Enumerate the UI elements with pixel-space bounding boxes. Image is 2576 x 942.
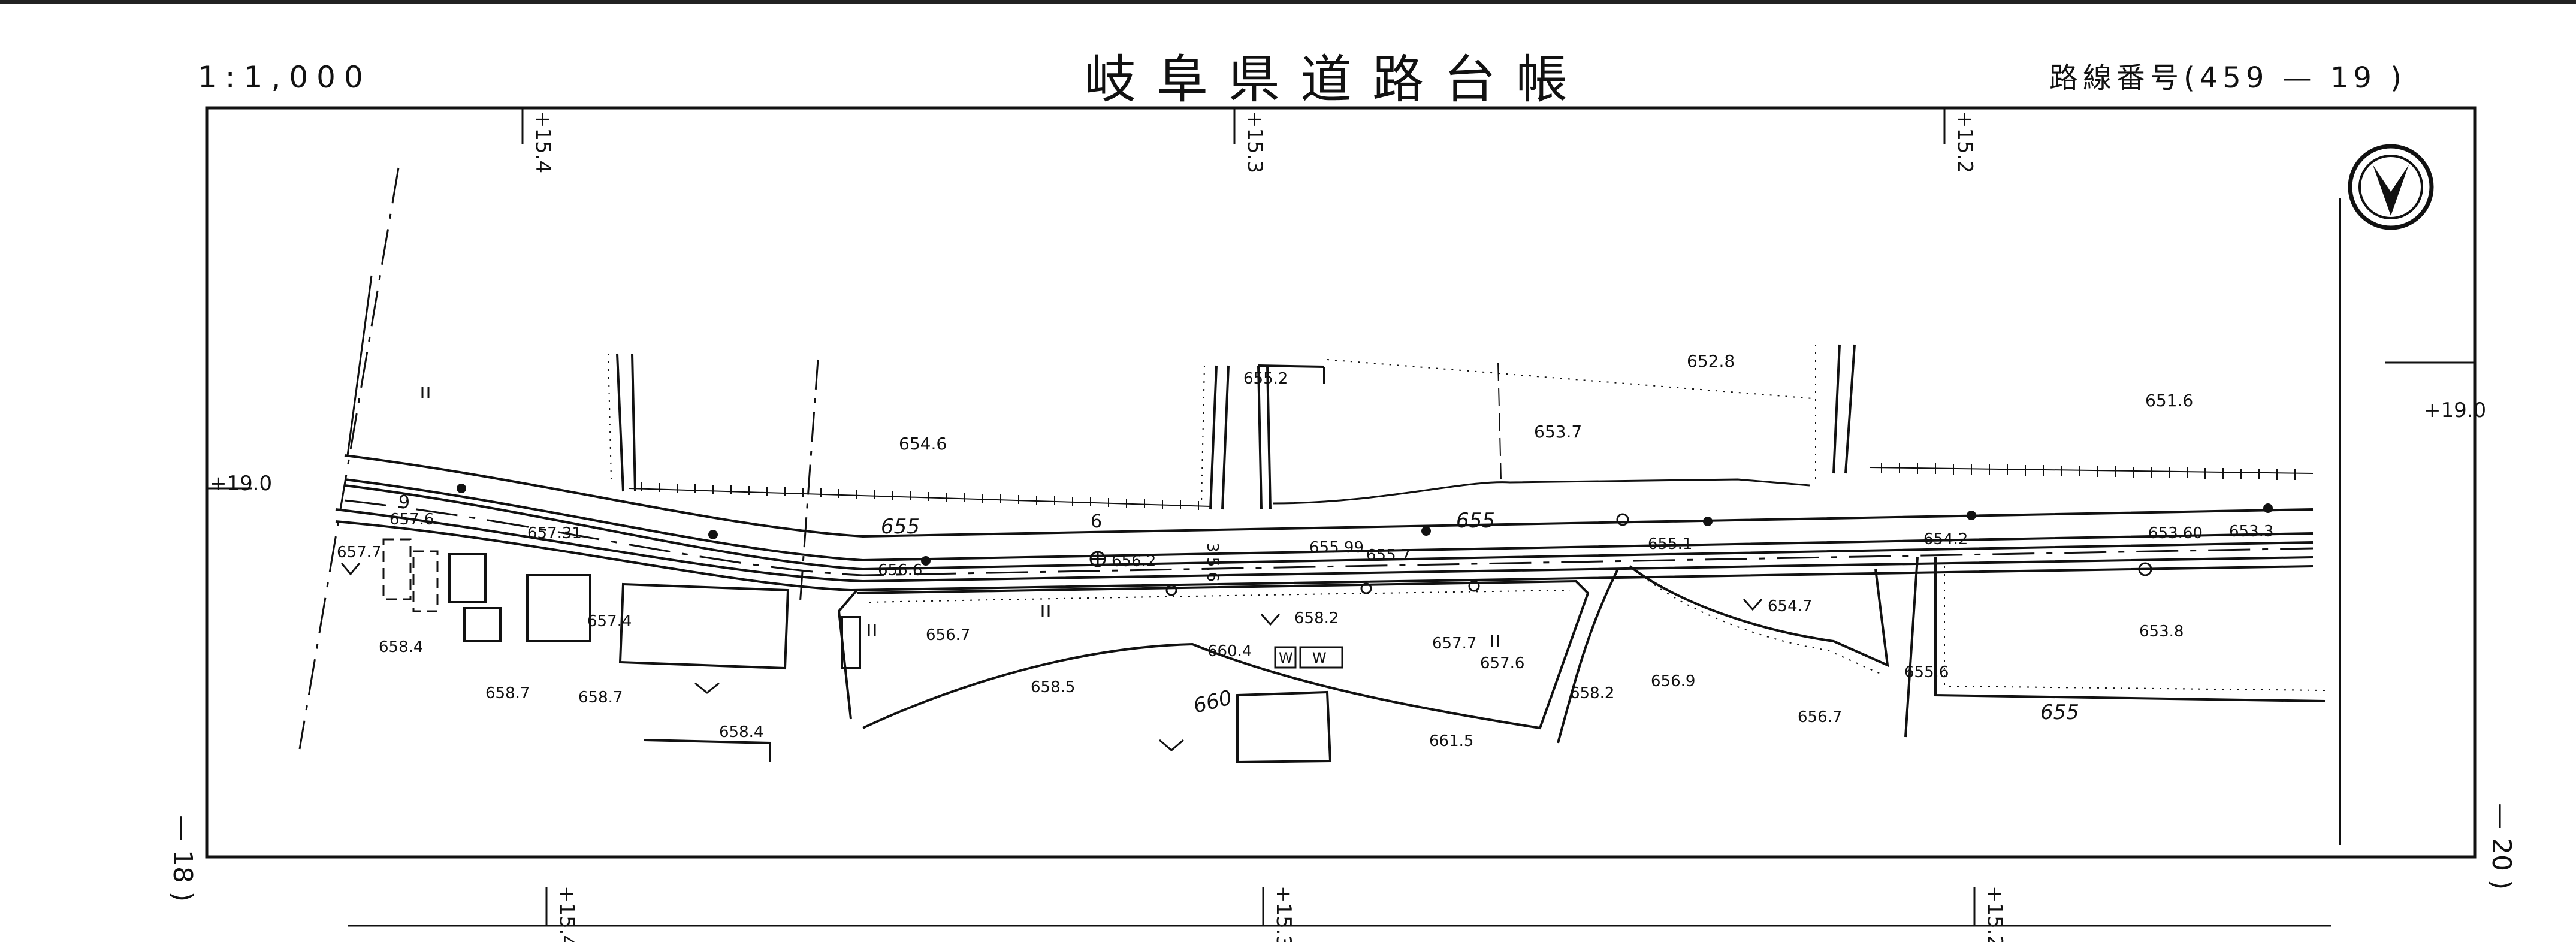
station-bottom-1: +15.4 [555,886,579,942]
elevation: 657.6 [1480,654,1524,672]
route-number: 路線番号(459 — 19 ) [2049,54,2406,96]
elevation: 653.7 [1534,422,1582,442]
box-label-w2: W [1312,650,1327,666]
elevation: 653.8 [2139,623,2184,641]
elevation-labels: 652.8 655.2 653.7 651.6 654.6 657.6 657.… [337,351,2273,750]
elevation: 651.6 [2145,391,2193,410]
elevation: 654.2 [1923,530,1968,548]
road-centerline [344,499,2314,576]
elevation: 658.7 [578,689,623,707]
station-ticks-bottom [348,887,2331,927]
station-ticks-top [207,108,2475,490]
station-side-right: +19.0 [2424,398,2486,422]
station-bottom-3: +15.2 [1983,886,2007,942]
contour-label: 655 [881,515,920,539]
fence-ticks [641,463,2296,510]
station-side-left: +19.0 [210,472,272,496]
elevation: 658.2 [1294,609,1339,627]
elevation: 656.7 [1798,708,1842,726]
meter-boxes: W W [1274,646,1343,669]
elevation: 657.7 [1432,635,1476,653]
elevation: 655.1 [1648,535,1692,553]
upper-lot-edge [1273,478,1810,505]
route-value: (459 — 19 ) [2184,61,2406,95]
note-vertical: 3.5.6 [1203,542,1221,582]
elevation: 654.7 [1768,597,1812,615]
manholes [1089,513,2152,596]
elevation: 658.5 [1031,678,1075,696]
elevation: 652.8 [1687,351,1735,371]
station-bottom-2: +15.3 [1272,886,1295,942]
elevation: 656.9 [1651,672,1695,690]
station-top-2: +15.3 [1243,111,1267,173]
sheet-top-border [0,0,2576,4]
elevation: 657.7 [337,544,381,561]
survey-points [457,484,2273,566]
adjacent-sheet-left: — 18 ) [167,815,198,902]
lower-lots-dotted [868,566,2326,691]
elevation: 657.31 [527,524,582,542]
box-label-w1: W [1279,650,1293,666]
boundary-line-mid [799,359,819,606]
paddy-field-symbol [421,387,1499,647]
elevation: 656.2 [1112,552,1156,570]
elevation: 658.2 [1570,684,1614,702]
station-top-3: +15.2 [1953,111,1977,173]
adjacent-sheet-right: — 20 ) [2486,803,2517,890]
boundary-lines-left [298,167,400,750]
buildings [448,553,1332,764]
contour-label: 655 [1456,509,1495,533]
contour-label: 655 [2040,701,2079,724]
grass-symbol [340,563,1763,751]
note-9: 9 [398,492,410,513]
sheet-title: 岐阜県道路台帳 [1085,50,1588,110]
elevation: 653.3 [2229,523,2273,541]
drainage-channels [616,344,1856,510]
elevation: 658.4 [719,723,763,741]
dotted-boundaries [608,345,1816,504]
elevation: 653.60 [2148,524,2203,542]
elevation: 656.6 [878,561,922,579]
elevation: 655.2 [1243,370,1288,388]
building-outlines-dashed [382,538,439,612]
route-prefix: 路線番号 [2049,61,2184,95]
elevation: 657.6 [389,511,434,529]
elevation: 660.4 [1207,642,1252,660]
lot-line-a [1497,362,1502,480]
embankment-hatch-upper [629,467,2314,507]
map-frame [205,106,2477,859]
elevation: 656.7 [926,626,970,644]
station-top-1: +15.4 [531,111,555,173]
north-arrow-icon [2348,144,2434,230]
map-scale: 1:1,000 [198,60,372,95]
contour-label: 660 [1191,686,1235,718]
lower-lots [837,557,2326,744]
elevation: 657.4 [587,612,632,630]
elevation: 655.7 [1366,547,1411,564]
elevation: 661.5 [1429,732,1473,750]
elevation: 655.99 [1309,539,1364,557]
elevation: 655.6 [1904,663,1949,681]
elevation: 654.6 [899,434,947,454]
note-6: 6 [1091,511,1102,532]
road-edges [335,454,2314,592]
elevation: 658.7 [485,684,530,702]
elevation: 658.4 [379,638,423,656]
